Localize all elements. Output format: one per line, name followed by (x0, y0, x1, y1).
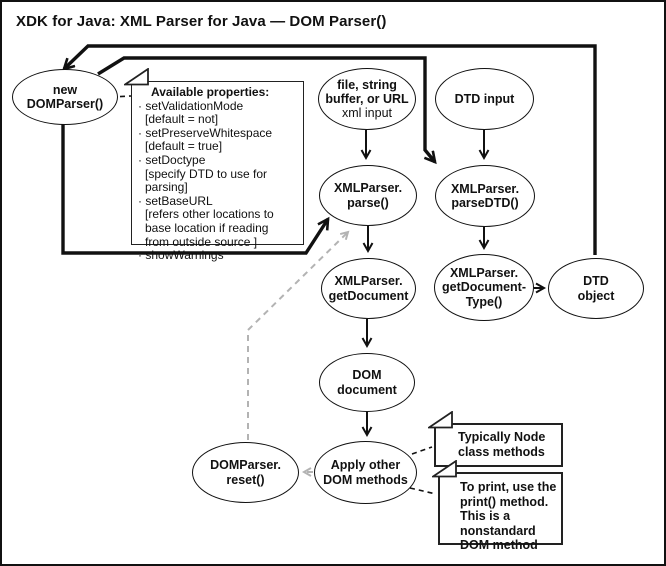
node-methods-note: Typically Node class methods (428, 411, 563, 467)
node-get-document-type: XMLParser. getDocument- Type() (434, 254, 534, 321)
dashed-arrow-reset-to-parse (247, 230, 350, 440)
node-parse-dtd-label: XMLParser. parseDTD() (450, 181, 520, 210)
property-detail: [refers other locations to base location… (145, 207, 274, 249)
node-get-document-label: XMLParser. getDocument (328, 274, 409, 303)
node-xml-input-sublabel: xml input (341, 106, 393, 121)
print-method-note: To print, use the print() method. This i… (432, 460, 563, 552)
dashed-link-apply-to-print-note (409, 487, 437, 495)
node-xml-input: file, string buffer, or URL xml input (318, 68, 416, 130)
node-dtd-input-label: DTD input (454, 91, 515, 106)
node-new-domparser: new DOMParser() (12, 69, 118, 125)
property-detail: [default = not] (145, 112, 219, 127)
properties-note-title: Available properties: (151, 85, 270, 99)
node-xml-input-label: file, string buffer, or URL (325, 77, 409, 106)
node-dom-document-label: DOM document (337, 368, 397, 397)
print-method-note-text: To print, use the print() method. This i… (460, 480, 557, 552)
node-parse-dtd: XMLParser. parseDTD() (435, 165, 535, 227)
property-item: setBaseURL [refers other locations to ba… (138, 194, 297, 249)
property-name: showWarnings (138, 249, 297, 263)
node-dtd-object-label: DTD object (577, 274, 615, 303)
node-dtd-object: DTD object (548, 258, 644, 319)
properties-note: Available properties: setValidationMode … (124, 68, 304, 262)
property-detail: [specify DTD to use for parsing] (145, 166, 268, 195)
property-name: setBaseURL (138, 194, 297, 209)
property-detail: [default = true] (145, 139, 223, 154)
property-item: setValidationMode [default = not] (138, 99, 297, 127)
node-reset-label: DOMParser. reset() (210, 458, 281, 487)
folded-corner-icon (124, 68, 149, 86)
property-item: showWarnings (138, 249, 297, 263)
node-methods-note-text: Typically Node class methods (458, 430, 546, 459)
node-get-document-type-label: XMLParser. getDocument- Type() (441, 266, 527, 309)
property-name: setDoctype (138, 153, 297, 168)
page-title: XDK for Java: XML Parser for Java — DOM … (16, 13, 387, 30)
node-apply-dom-methods-label: Apply other DOM methods (323, 458, 408, 487)
node-apply-dom-methods: Apply other DOM methods (314, 441, 417, 504)
node-dtd-input: DTD input (435, 68, 534, 130)
node-parse-label: XMLParser. parse() (333, 181, 403, 210)
node-dom-document: DOM document (319, 353, 415, 412)
property-item: setPreserveWhitespace [default = true] (138, 126, 297, 154)
property-name: setPreserveWhitespace (138, 126, 297, 141)
node-new-domparser-label: new DOMParser() (26, 82, 104, 111)
node-get-document: XMLParser. getDocument (321, 258, 416, 319)
property-name: setValidationMode (138, 99, 297, 114)
node-reset: DOMParser. reset() (192, 442, 299, 503)
node-parse: XMLParser. parse() (319, 165, 417, 226)
folded-corner-icon (428, 411, 453, 429)
folded-corner-icon (432, 460, 457, 478)
property-item: setDoctype [specify DTD to use for parsi… (138, 153, 297, 195)
dashed-link-apply-to-node-note (411, 446, 433, 455)
